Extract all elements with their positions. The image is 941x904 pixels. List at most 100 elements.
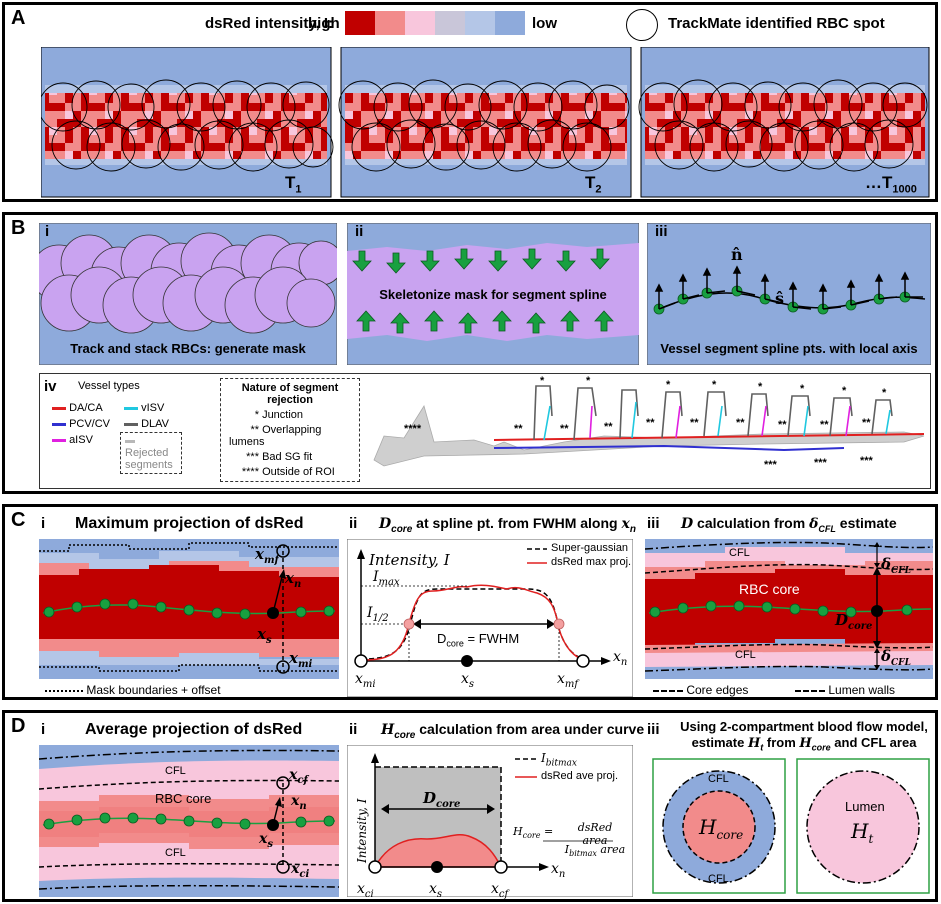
rejection-row: **** Outside of ROI <box>241 466 335 478</box>
intensity-high-label: high <box>308 15 340 32</box>
diii-cfl-top: CFL <box>708 773 729 785</box>
panel-ciii-title: D calculation from δCFL estimate <box>681 515 897 534</box>
vessel-type-row: PCV/CV <box>52 418 110 430</box>
ciii-cfl-bottom: CFL <box>735 649 756 661</box>
panel-c-letter: C <box>11 509 26 531</box>
svg-text:**: ** <box>604 421 613 433</box>
panel-biv-number: iv <box>44 378 57 395</box>
vessel-swatch <box>124 406 138 410</box>
panel-diii-number: iii <box>647 721 660 738</box>
panel-bi-number: i <box>45 223 50 240</box>
panel-bii-number: ii <box>355 223 364 240</box>
panel-cii-number: ii <box>349 515 358 532</box>
panel-di-title: Average projection of dsRed <box>85 721 303 738</box>
frame-t1000 <box>638 47 930 198</box>
panel-biii-number: iii <box>655 223 668 240</box>
s-hat-label: ŝ <box>775 289 785 308</box>
intensity-scale <box>345 11 525 37</box>
panel-a: A dsRed intensity, I: high low TrackMate… <box>2 2 938 202</box>
panel-a-letter: A <box>11 7 26 29</box>
area-ylabel: Intensity, I <box>355 798 369 864</box>
core-calc-image <box>645 539 933 679</box>
panel-biii-caption: Vessel segment spline pts. with local ax… <box>660 341 918 356</box>
svg-text:**: ** <box>560 423 569 435</box>
frame-t2-label: T2 <box>585 173 602 196</box>
svg-text:*: * <box>712 379 717 391</box>
vessel-swatch <box>125 439 135 443</box>
vessel-type-row: vISV <box>124 402 164 414</box>
scale-swatch <box>495 11 525 35</box>
svg-text:**: ** <box>862 417 871 429</box>
panel-dii-title: Hcore calculation from area under curve <box>381 721 645 741</box>
svg-text:*: * <box>882 387 887 399</box>
ciii-dcore-label: Dcore <box>835 611 873 632</box>
vessel-type-row: DA/CA <box>52 402 103 414</box>
svg-text:***: *** <box>814 457 828 469</box>
di-cfl-bottom: CFL <box>165 847 186 859</box>
frame-t1000-label: …T1000 <box>865 173 917 196</box>
lumen-walls-legend: Lumen walls <box>795 683 895 697</box>
hcore-formula-numerator: dsRed area <box>577 821 613 847</box>
svg-text:*: * <box>758 381 763 393</box>
diii-lumen-label: Lumen <box>845 799 885 814</box>
svg-text:*: * <box>666 379 671 391</box>
label-ihalf: I1/2 <box>367 605 389 624</box>
avg-projection-image <box>39 745 339 897</box>
panel-ciii-number: iii <box>647 515 660 532</box>
scale-swatch <box>435 11 465 35</box>
svg-text:**: ** <box>736 417 745 429</box>
rejection-row: ** Overlapping lumens <box>229 424 322 448</box>
panel-ci-title: Maximum projection of dsRed <box>75 515 304 532</box>
label-d-xn: xn <box>291 793 307 812</box>
intensity-low-label: low <box>532 15 557 32</box>
label-d-x-n2: xn <box>551 861 566 880</box>
panel-bi-caption: Track and stack RBCs: generate mask <box>70 341 306 356</box>
label-d-x-s2: xs <box>429 881 443 900</box>
svg-text:*: * <box>800 383 805 395</box>
scale-swatch <box>465 11 495 35</box>
mask-panel <box>39 223 337 365</box>
vessel-type-row: aISV <box>52 434 93 446</box>
scale-swatch <box>345 11 375 35</box>
frames-svg <box>41 47 930 198</box>
svg-text:****: **** <box>404 423 422 435</box>
rbc-spot-circle-icon <box>626 9 658 41</box>
rejection-row: *** Bad SG fit <box>246 451 313 463</box>
vessel-swatch <box>52 438 66 442</box>
panel-ci-number: i <box>41 515 46 532</box>
dashed-line-icon <box>653 689 683 692</box>
vessel-types-title: Vessel types <box>78 380 140 392</box>
svg-text:*: * <box>842 385 847 397</box>
svg-text:***: *** <box>764 459 778 471</box>
label-x-s: xs <box>461 671 475 690</box>
dash-dot-line-icon <box>795 689 825 692</box>
panel-d-letter: D <box>11 715 26 737</box>
hcore-formula-denominator: Ibitmax area <box>564 843 626 859</box>
panel-dii-number: ii <box>349 721 358 738</box>
vessel-type-row: Rejected segments <box>120 432 182 474</box>
panel-di-number: i <box>41 721 46 738</box>
legend-super-gaussian: Super-gaussian <box>551 542 629 554</box>
svg-text:**: ** <box>778 419 787 431</box>
frame-t2 <box>338 47 632 198</box>
di-core-label: RBC core <box>155 791 212 806</box>
fwhm-label: Dcore = FWHM <box>437 631 520 649</box>
label-d-x-ci: xci <box>357 881 374 900</box>
scale-swatch <box>375 11 405 35</box>
label-x-mi: xmi <box>355 671 376 690</box>
ciii-core-label: RBC core <box>739 581 800 597</box>
area-plot <box>347 745 633 897</box>
svg-text:***: *** <box>860 455 874 467</box>
di-cfl-top: CFL <box>165 765 186 777</box>
panel-diii-title: Using 2-compartment blood flow model, es… <box>680 719 928 753</box>
scale-swatch <box>405 11 435 35</box>
area-dcore-label: Dcore <box>423 789 461 810</box>
vessel-map-panel: iv Vessel types DA/CA vISV PCV/CV DLAV a… <box>39 373 931 489</box>
spline-panel <box>647 223 931 365</box>
ciii-delta-bottom: δCFL <box>881 647 911 668</box>
label-d-xs: xs <box>259 831 273 850</box>
skeleton-panel <box>347 223 639 365</box>
svg-text:*: * <box>540 376 545 387</box>
panel-cii-title: Dcore at spline pt. from FWHM along xn <box>379 515 636 535</box>
label-xci: xci <box>291 861 310 880</box>
